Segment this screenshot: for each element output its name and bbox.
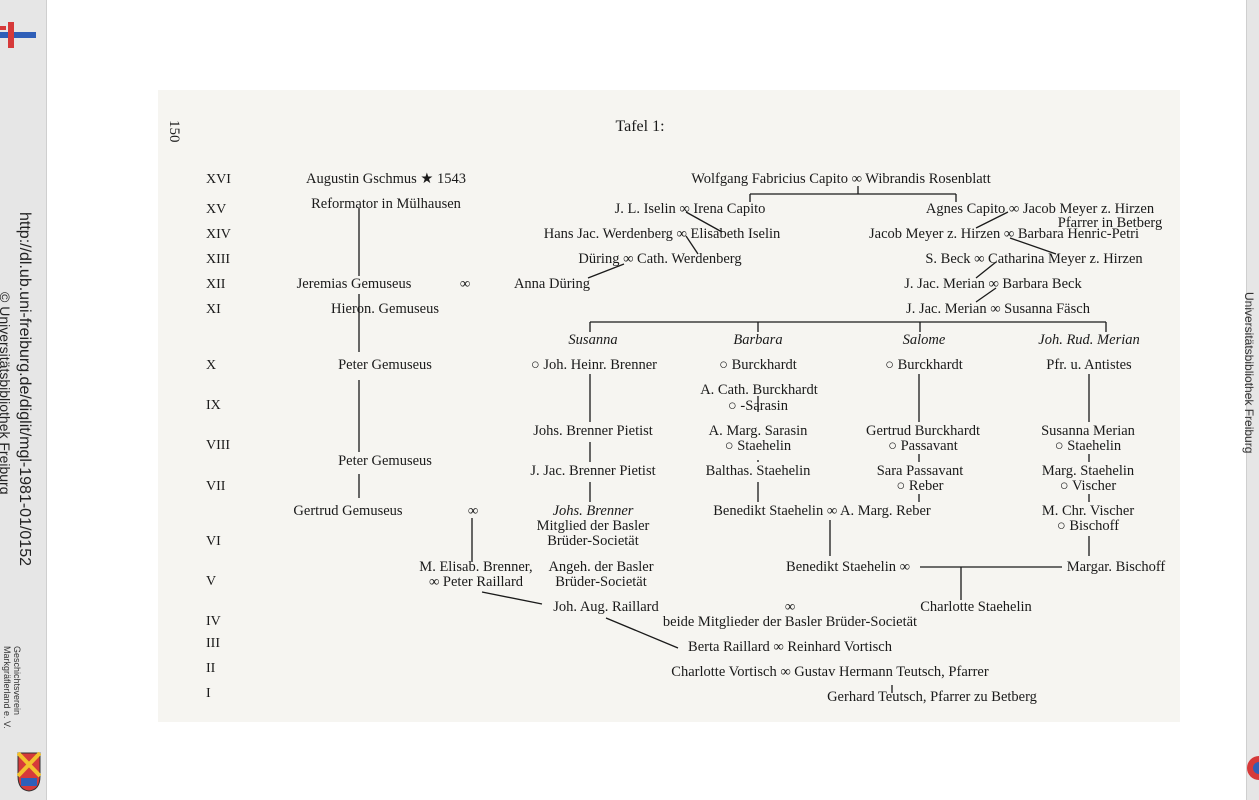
marriage-symbol: ∞ xyxy=(459,276,471,292)
copyright-notice: © Universitätsbibliothek Freiburg xyxy=(0,292,13,495)
society-name-line2: Markgräflerland e. V. xyxy=(2,646,12,729)
person-entry: Hieron. Gemuseus xyxy=(331,301,439,317)
scanned-page: 150 Tafel 1: XVI XV XIV XIII XII XI X IX… xyxy=(158,90,1180,722)
person-entry: Anna Düring xyxy=(513,276,591,292)
person-entry: Johs. Brenner xyxy=(552,503,634,519)
generation-label: VIII xyxy=(206,438,231,453)
person-entry: ○ Burckhardt xyxy=(719,357,797,373)
genealogy-connector-lines xyxy=(358,186,1107,693)
person-entry: Augustin Gschmus ★ 1543 xyxy=(305,171,467,187)
source-url[interactable]: http://dl.ub.uni-freiburg.de/diglit/mgl-… xyxy=(16,212,33,566)
person-entry: M. Elisab. Brenner, xyxy=(419,559,533,575)
person-entry: Benedikt Staehelin ∞ xyxy=(786,559,910,575)
generation-label: III xyxy=(206,636,220,651)
generation-label: V xyxy=(206,574,217,589)
person-entry: Peter Gemuseus xyxy=(338,453,432,469)
person-entry: beide Mitglieder der Basler Brüder-Socie… xyxy=(662,614,918,630)
flag-icon xyxy=(0,22,36,48)
right-margin-text: Universitätsbibliothek Freiburg xyxy=(1242,292,1256,454)
person-entry: Gertrud Burckhardt xyxy=(866,423,980,439)
person-entry: Salome xyxy=(902,332,946,348)
person-entry: Berta Raillard ∞ Reinhard Vortisch xyxy=(688,639,892,655)
generation-label: VII xyxy=(206,479,226,494)
coat-of-arms-icon xyxy=(17,752,41,792)
person-entry: ○ -Sarasin xyxy=(728,398,788,414)
logo-icon xyxy=(1247,756,1259,780)
person-entry: Agnes Capito ∞ Jacob Meyer z. Hirzen xyxy=(925,201,1155,217)
person-entry: Charlotte Vortisch ∞ Gustav Hermann Teut… xyxy=(671,664,989,680)
generation-label: VI xyxy=(206,534,221,549)
generation-label: IV xyxy=(206,614,221,629)
person-entry: ○ Burckhardt xyxy=(885,357,963,373)
generation-label: XV xyxy=(206,202,227,217)
person-entry: Angeh. der Basler xyxy=(548,559,654,575)
marriage-symbol: ∞ xyxy=(467,503,479,519)
person-entry: J. Jac. Merian ∞ Barbara Beck xyxy=(904,276,1082,292)
person-entry: Peter Gemuseus xyxy=(338,357,432,373)
person-entry: ○ Reber xyxy=(896,478,944,494)
person-entry: Brüder-Societät xyxy=(555,574,647,590)
person-entry: Gertrud Gemuseus xyxy=(293,503,403,519)
person-entry: ○ Bischoff xyxy=(1056,518,1120,534)
generation-label: XVI xyxy=(206,172,231,187)
society-name: Geschichtsverein Markgräflerland e. V. xyxy=(2,646,22,729)
marriage-symbol: ∞ xyxy=(784,599,796,615)
person-entry: ○ Vischer xyxy=(1059,478,1117,494)
generation-label: XI xyxy=(206,302,221,317)
viewer-right-margin xyxy=(1246,0,1259,800)
person-entry: M. Chr. Vischer xyxy=(1041,503,1135,519)
person-entry: Barbara xyxy=(733,332,783,348)
person-entry: Balthas. Staehelin xyxy=(705,463,811,479)
person-entry: Charlotte Staehelin xyxy=(920,599,1032,615)
person-entry: ○ Staehelin xyxy=(724,438,792,454)
person-entry: ○ Joh. Heinr. Brenner xyxy=(531,357,657,373)
person-entry: Susanna Merian xyxy=(1041,423,1135,439)
person-entry: Sara Passavant xyxy=(876,463,964,479)
generation-label: XII xyxy=(206,277,226,292)
generation-label: XIV xyxy=(206,227,231,242)
person-entry: Pfarrer in Betberg xyxy=(1057,215,1163,231)
person-entry: ∞ Peter Raillard xyxy=(428,574,524,590)
person-entry: S. Beck ∞ Catharina Meyer z. Hirzen xyxy=(925,251,1143,267)
person-entry: J. Jac. Merian ∞ Susanna Fäsch xyxy=(906,301,1090,317)
person-entry: Jacob Meyer z. Hirzen ∞ Barbara Henric-P… xyxy=(868,226,1140,242)
page-title: Tafel 1: xyxy=(615,118,665,135)
page-number: 150 xyxy=(166,120,182,143)
generation-label: XIII xyxy=(206,252,231,267)
person-entry: ○ Staehelin xyxy=(1054,438,1122,454)
person-entry: Johs. Brenner Pietist xyxy=(533,423,653,439)
person-entry: Mitglied der Basler xyxy=(536,518,650,534)
person-entry: Joh. Rud. Merian xyxy=(1038,332,1140,348)
person-entry: A. Cath. Burckhardt xyxy=(700,382,818,398)
person-entry: A. Marg. Sarasin xyxy=(708,423,808,439)
person-entry: Jeremias Gemuseus xyxy=(296,276,412,292)
generation-label: IX xyxy=(206,398,221,413)
person-entry: Susanna xyxy=(568,332,618,348)
person-entry: J. Jac. Brenner Pietist xyxy=(530,463,656,479)
generation-label: I xyxy=(206,686,211,701)
person-entry: Margar. Bischoff xyxy=(1066,559,1166,575)
person-entry: Düring ∞ Cath. Werdenberg xyxy=(578,251,742,267)
person-entry: Reformator in Mülhausen xyxy=(311,196,461,212)
generation-label: II xyxy=(206,661,216,676)
person-entry: Hans Jac. Werdenberg ∞ Elisabeth Iselin xyxy=(543,226,781,242)
viewer-left-margin xyxy=(0,0,47,800)
generation-label: X xyxy=(206,358,217,373)
person-entry: Marg. Staehelin xyxy=(1041,463,1135,479)
person-entry: Pfr. u. Antistes xyxy=(1046,357,1132,373)
person-entry: J. L. Iselin ∞ Irena Capito xyxy=(614,201,766,217)
person-entry: ○ Passavant xyxy=(888,438,958,454)
society-name-line1: Geschichtsverein xyxy=(12,646,22,716)
person-entry: Joh. Aug. Raillard xyxy=(553,599,659,615)
person-entry: Wolfgang Fabricius Capito ∞ Wibrandis Ro… xyxy=(691,171,991,187)
person-entry: Benedikt Staehelin ∞ A. Marg. Reber xyxy=(713,503,931,519)
person-entry: Brüder-Societät xyxy=(547,533,639,549)
person-entry: Gerhard Teutsch, Pfarrer zu Betberg xyxy=(827,689,1037,705)
